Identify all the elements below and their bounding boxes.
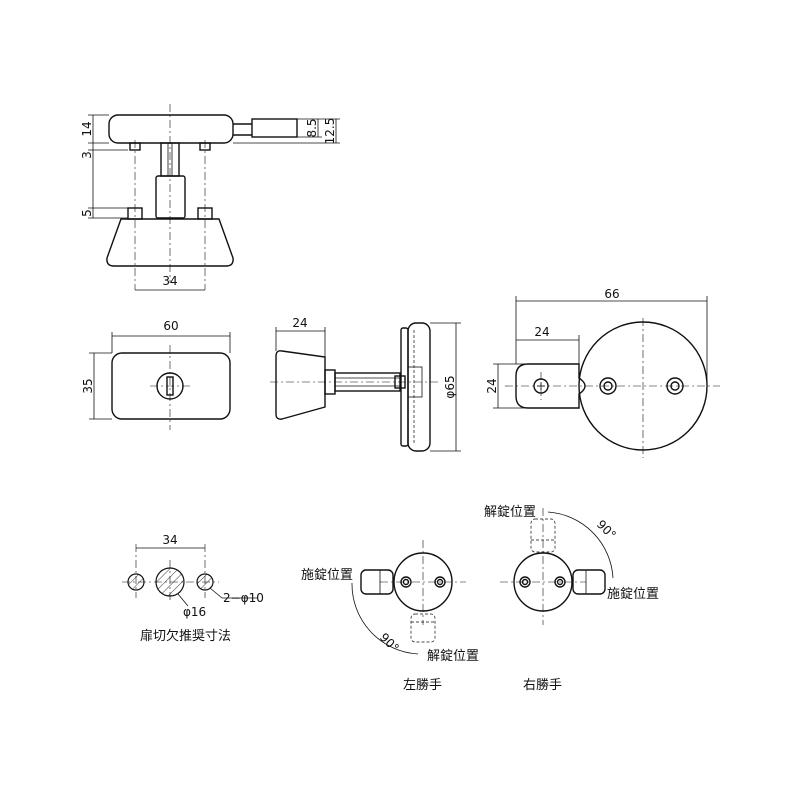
rear-disc-edge [407, 322, 431, 452]
plate [111, 352, 231, 420]
lh-lever-lock [360, 569, 394, 595]
rh-arc [547, 511, 614, 579]
right-hand-view: 90° 解錠位置 施錠位置 右勝手 [484, 505, 659, 693]
bottom-knob [106, 218, 234, 267]
cutout-view: 34 2−φ10 φ16 扉切欠推奨寸法 [122, 533, 264, 644]
dim-66: 66 [604, 287, 619, 301]
dim-phi16: φ16 [183, 605, 206, 619]
side-view: 24 φ65 [270, 316, 461, 452]
top-plate [108, 114, 234, 144]
dim-2phi10: 2−φ10 [223, 591, 264, 605]
rear-view: 66 24 24 [485, 287, 720, 458]
dim-phi65: φ65 [443, 375, 457, 398]
side-knob [275, 350, 326, 420]
lh-angle: 90° [377, 630, 402, 655]
rear-lever [515, 363, 586, 409]
dim-rear-24-h: 24 [534, 325, 549, 339]
dim-12-5: 12.5 [323, 118, 337, 145]
dim-3: 3 [80, 151, 94, 159]
hole [599, 377, 617, 395]
left-hand-label: 左勝手 [403, 678, 442, 693]
rh-unlock-label: 解錠位置 [484, 505, 536, 520]
shaft [155, 175, 186, 219]
lh-unlock-label: 解錠位置 [427, 649, 479, 664]
right-hand-label: 右勝手 [523, 678, 562, 693]
left-hand-view: 90° 施錠位置 解錠位置 左勝手 [301, 540, 479, 693]
lever-tab [251, 118, 298, 138]
dim-5: 5 [80, 209, 94, 217]
front-view: 14 3 5 8.5 12.5 34 [80, 104, 340, 291]
dim-60: 60 [163, 319, 178, 333]
dim-side-24: 24 [292, 316, 307, 330]
rh-lever-lock [572, 569, 606, 595]
lh-arc [351, 582, 419, 655]
plate-view: 60 35 [81, 319, 231, 430]
dim-34: 34 [162, 274, 177, 288]
dim-rear-24-v: 24 [485, 378, 499, 393]
dim-cut-34: 34 [162, 533, 177, 547]
dim-14: 14 [80, 121, 94, 136]
dim-35: 35 [81, 378, 95, 393]
rh-lever-unlock [530, 518, 556, 553]
dim-8-5: 8.5 [305, 118, 319, 137]
lh-lever-unlock [410, 613, 436, 643]
rh-lock-label: 施錠位置 [607, 587, 659, 602]
lh-lock-label: 施錠位置 [301, 568, 353, 583]
cutout-title: 扉切欠推奨寸法 [140, 628, 231, 644]
